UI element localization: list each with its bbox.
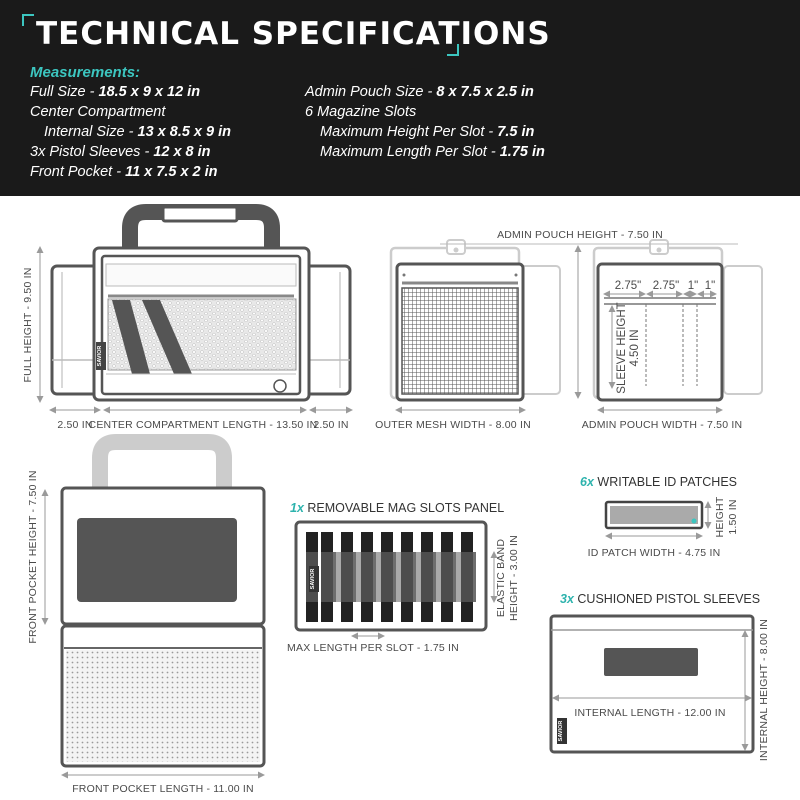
- full-height-dim: FULL HEIGHT - 9.50 IN: [22, 267, 34, 382]
- spec-internal-size: Internal Size - 13 x 8.5 x 9 in: [44, 124, 232, 140]
- brand-tag-front: SAVIOR: [97, 346, 103, 367]
- front-pocket-height-dim: FRONT POCKET HEIGHT - 7.50 IN: [27, 470, 39, 643]
- spec-center-compartment: Center Compartment: [30, 104, 166, 120]
- side-left-dim: 2.50 IN: [57, 419, 92, 431]
- bag-front-view: SAVIOR: [50, 204, 352, 402]
- mag-panel-title: 1x REMOVABLE MAG SLOTS PANEL: [290, 501, 504, 515]
- max-length-slot-dim: MAX LENGTH PER SLOT - 1.75 IN: [287, 642, 459, 654]
- brand-tag-sleeve: SAVIOR: [558, 721, 564, 742]
- sleeve-height-value: 4.50 IN: [629, 329, 641, 366]
- spec-max-height-slot: Maximum Height Per Slot - 7.5 in: [320, 124, 535, 140]
- spec-magazine-slots: 6 Magazine Slots: [305, 104, 417, 120]
- spec-full-size: Full Size - 18.5 x 9 x 12 in: [30, 84, 201, 100]
- id-patch: [604, 500, 704, 530]
- brand-tag-mag: SAVIOR: [310, 569, 316, 590]
- title-bracket-left: [22, 14, 34, 26]
- slot-width-2: 2.75": [653, 280, 679, 292]
- elastic-band-value: HEIGHT - 3.00 IN: [508, 535, 520, 621]
- outer-mesh-width-dim: OUTER MESH WIDTH - 8.00 IN: [375, 419, 531, 431]
- side-right-dim: 2.50 IN: [313, 419, 348, 431]
- title-bracket-right: [447, 44, 459, 56]
- spec-diagram: SAVIOR FULL HEIGHT - 9.50 IN 2.50 IN CEN…: [22, 204, 770, 795]
- id-height-label: HEIGHT: [714, 496, 726, 537]
- id-width-dim: ID PATCH WIDTH - 4.75 IN: [588, 547, 721, 559]
- spec-header: TECHNICAL SPECIFICATIONS Measurements: F…: [0, 0, 800, 196]
- elastic-band-label: ELASTIC BAND: [495, 539, 507, 617]
- spec-max-length-slot: Maximum Length Per Slot - 1.75 in: [320, 144, 545, 160]
- pistol-sleeve: SAVIOR: [549, 614, 755, 754]
- internal-length-dim: INTERNAL LENGTH - 12.00 IN: [574, 707, 725, 719]
- admin-pouch-height-dim: ADMIN POUCH HEIGHT - 7.50 IN: [497, 229, 663, 241]
- spec-admin-pouch: Admin Pouch Size - 8 x 7.5 x 2.5 in: [305, 84, 534, 100]
- center-length-dim: CENTER COMPARTMENT LENGTH - 13.50 IN: [89, 419, 318, 431]
- admin-pouch-width-dim: ADMIN POUCH WIDTH - 7.50 IN: [582, 419, 743, 431]
- slot-width-4: 1": [705, 280, 715, 292]
- internal-height-dim: INTERNAL HEIGHT - 8.00 IN: [758, 619, 770, 761]
- front-pocket-view: [60, 434, 266, 768]
- id-patches-title: 6x WRITABLE ID PATCHES: [580, 475, 737, 489]
- spec-front-pocket: Front Pocket - 11 x 7.5 x 2 in: [30, 164, 218, 180]
- pistol-sleeves-title: 3x CUSHIONED PISTOL SLEEVES: [560, 592, 760, 606]
- front-pocket-length-dim: FRONT POCKET LENGTH - 11.00 IN: [72, 783, 254, 795]
- id-height-value: 1.50 IN: [727, 499, 739, 534]
- page-title: TECHNICAL SPECIFICATIONS: [36, 16, 551, 52]
- logo-icon: [273, 379, 287, 393]
- admin-pouch-outer: [389, 239, 561, 402]
- mag-slots-panel: SAVIOR: [294, 520, 488, 632]
- spec-pistol-sleeves: 3x Pistol Sleeves - 12 x 8 in: [30, 144, 211, 160]
- slot-width-1: 2.75": [615, 280, 641, 292]
- admin-pouch-inner: [592, 239, 763, 402]
- measurements-label: Measurements:: [30, 64, 141, 81]
- slot-width-3: 1": [688, 280, 698, 292]
- sleeve-height-label: SLEEVE HEIGHT: [616, 302, 628, 393]
